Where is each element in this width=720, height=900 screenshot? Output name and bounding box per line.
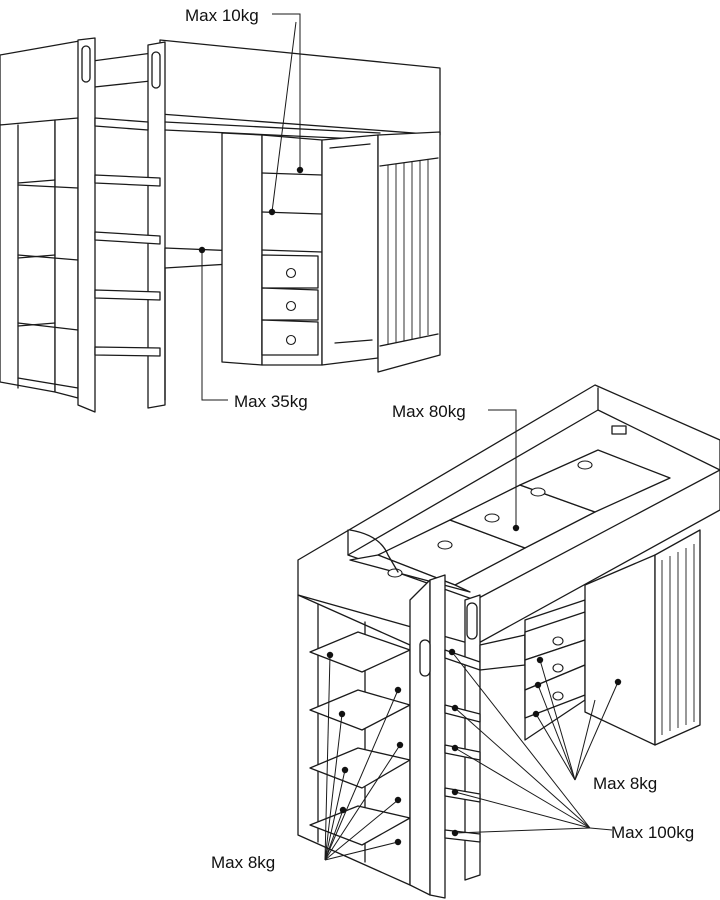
label-wardrobe-shelves: Max 8kg [593, 774, 657, 793]
lower-bookcase [297, 594, 411, 886]
lower-ladder [409, 574, 481, 899]
upper-bed-left-rail [0, 39, 86, 126]
upper-ladder [77, 37, 166, 413]
ladder-handle-lower-left [419, 639, 431, 677]
lower-bed-frame [297, 384, 720, 646]
label-ladder-steps: Max 100kg [611, 823, 694, 842]
label-side-shelves: Max 8kg [211, 853, 275, 872]
callout-line-desk [201, 250, 228, 401]
callout-lines-bookcase [324, 651, 404, 861]
ladder-handle-right [151, 51, 161, 89]
label-desk: Max 35kg [234, 392, 308, 411]
label-bed-base: Max 80kg [392, 402, 466, 421]
ladder-handle-left [81, 45, 91, 83]
callout-lines-wardrobe [532, 656, 622, 781]
ladder-handle-lower-right [466, 602, 478, 640]
callout-line-bed-base [488, 409, 517, 528]
callout-lines-ladder [448, 648, 613, 837]
upper-shelf-tower [221, 132, 323, 366]
lower-under-units [479, 529, 701, 746]
label-top-shelf: Max 10kg [185, 6, 259, 25]
lower-bed-view [297, 384, 720, 899]
upper-bed-view [0, 13, 441, 413]
upper-bookcase [0, 117, 79, 399]
label-sticker [611, 425, 627, 435]
upper-wardrobe [321, 131, 441, 373]
callout-line-top-shelf [272, 13, 301, 170]
